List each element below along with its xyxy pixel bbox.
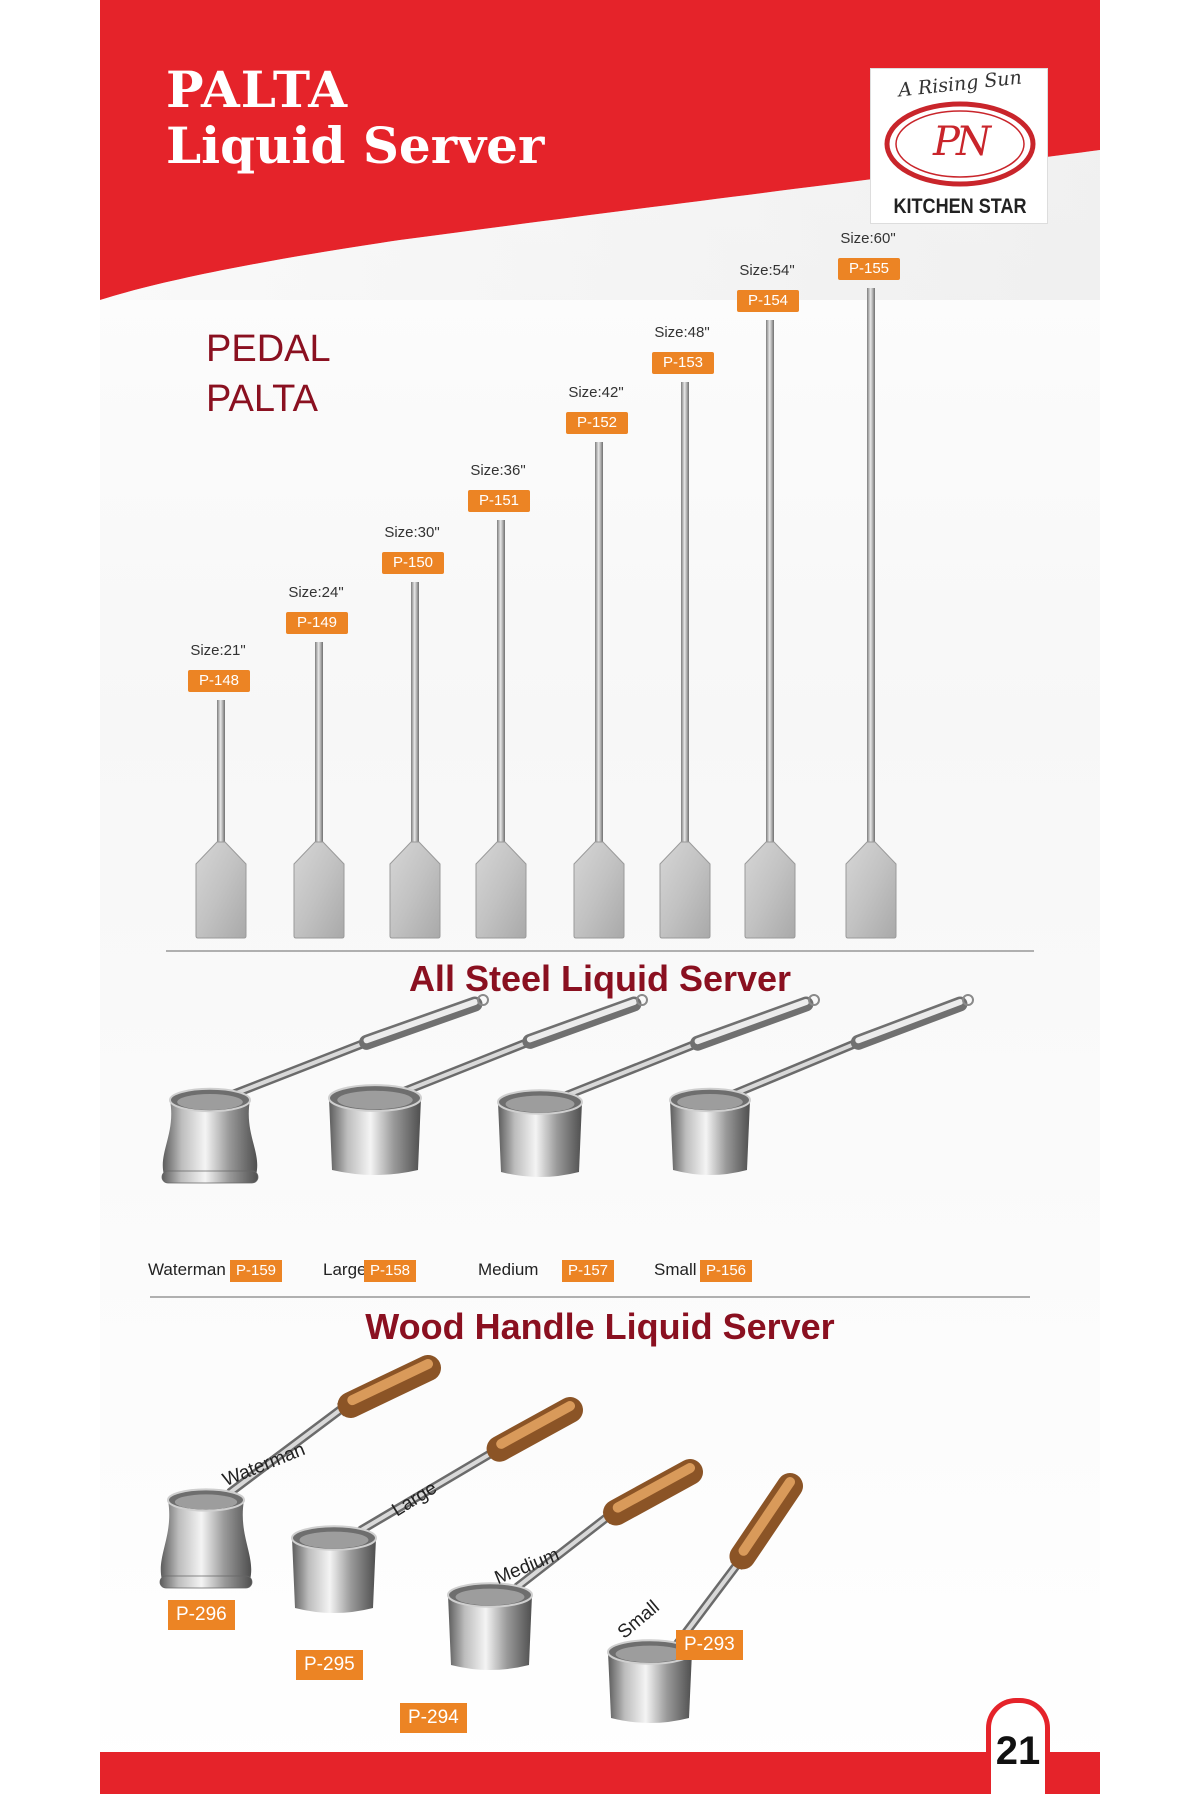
logo-monogram: PN [933, 119, 991, 165]
paddle-size-label: Size:48" [654, 324, 710, 341]
ladle-grip-icon [690, 994, 820, 1051]
paddle-icon [845, 288, 897, 939]
ladle-handle-icon [356, 1449, 495, 1535]
steel-item-label: Waterman [148, 1260, 226, 1279]
section-divider-2 [150, 1296, 1030, 1298]
steel-item-code-badge: P-156 [700, 1260, 753, 1282]
steel-item-label: Small [654, 1260, 697, 1279]
paddle-size-label: Size:42" [568, 384, 624, 401]
paddle-code-badge: P-150 [382, 552, 444, 574]
paddle-icon [659, 382, 711, 939]
ladle-grip-icon [522, 994, 648, 1049]
paddle-size-label: Size:54" [739, 262, 795, 279]
ladle-cup-icon [607, 1639, 693, 1723]
wood-grip-icon [336, 1355, 441, 1418]
wood-grip-icon [486, 1397, 583, 1462]
page-number-badge: 21 [986, 1698, 1050, 1794]
paddle-icon [389, 582, 441, 939]
pedal-palta-heading: PEDAL PALTA [206, 324, 331, 424]
ladle-handle-icon [229, 1037, 372, 1099]
ladle-cup-icon [291, 1525, 377, 1613]
paddle-icon [573, 442, 625, 939]
wood-item-code-badge: P-296 [168, 1600, 235, 1630]
paddle-icon [475, 520, 527, 939]
paddle-size-label: Size:60" [840, 230, 896, 247]
logo-tagline: A Rising Sun [897, 66, 1023, 102]
paddle-code-badge: P-151 [468, 490, 530, 512]
brand-logo: A Rising Sun PN KITCHEN STAR [870, 66, 1048, 224]
steel-item-label: Large [323, 1260, 367, 1279]
paddle-code-badge: P-153 [652, 352, 714, 374]
steel-item-label: Medium [478, 1260, 539, 1279]
ladle-cup-icon [159, 1488, 253, 1589]
paddle-icon [744, 320, 796, 939]
paddle-code-badge: P-154 [737, 290, 799, 312]
ladle-cup-icon [328, 1084, 422, 1175]
wood-grip-icon [602, 1459, 703, 1526]
wood-item-code-badge: P-293 [676, 1630, 743, 1660]
steel-item-code-badge: P-157 [562, 1260, 615, 1282]
all-steel-ladles-image [161, 994, 974, 1184]
logo-brand-name: KITCHEN STAR [893, 195, 1027, 218]
paddle-size-label: Size:21" [190, 642, 246, 659]
paddle-code-badge: P-149 [286, 612, 348, 634]
paddle-icon [195, 700, 247, 939]
ladle-handle-icon [226, 1405, 345, 1497]
wood-grip-icon [729, 1473, 803, 1570]
wood-item-code-badge: P-295 [296, 1650, 363, 1680]
ladle-cup-icon [497, 1089, 583, 1177]
ladle-cup-icon [669, 1087, 751, 1175]
ladle-handle-icon [398, 1036, 535, 1097]
paddle-size-label: Size:24" [288, 584, 344, 601]
ladle-handle-icon [729, 1037, 863, 1099]
pedal-heading-line-1: PEDAL [206, 328, 331, 370]
steel-item-code-badge: P-159 [230, 1260, 283, 1282]
wood-item-code-badge: P-294 [400, 1703, 467, 1733]
logo-ring-icon [884, 101, 1036, 187]
paddle-code-badge: P-155 [838, 258, 900, 280]
ladle-grip-icon [359, 994, 489, 1050]
title-line-1: PALTA [166, 60, 349, 119]
footer-bar [100, 1752, 1100, 1794]
all-steel-heading: All Steel Liquid Server [408, 958, 792, 999]
paddle-icon [293, 642, 345, 939]
page-number: 21 [995, 1729, 1041, 1773]
pedal-heading-line-2: PALTA [206, 378, 318, 420]
ladle-handle-icon [512, 1513, 611, 1592]
paddle-code-badge: P-152 [566, 412, 628, 434]
ladle-cup-icon [447, 1582, 533, 1670]
paddle-size-label: Size:30" [384, 524, 440, 541]
ladle-grip-icon [850, 994, 974, 1050]
wood-handle-heading: Wood Handle Liquid Server [365, 1306, 835, 1347]
section-divider [166, 950, 1034, 952]
paddle-code-badge: P-148 [188, 670, 250, 692]
title-line-2: Liquid Server [166, 116, 545, 175]
wood-handle-ladles-image [159, 1355, 803, 1723]
catalog-page: PALTA Liquid Server A Rising Sun PN KITC… [100, 0, 1100, 1800]
ladle-handle-icon [560, 1038, 703, 1101]
steel-item-code-badge: P-158 [364, 1260, 417, 1282]
page-title: PALTA Liquid Server [166, 62, 544, 174]
paddle-size-label: Size:36" [470, 462, 526, 479]
ladle-cup-icon [161, 1087, 259, 1184]
